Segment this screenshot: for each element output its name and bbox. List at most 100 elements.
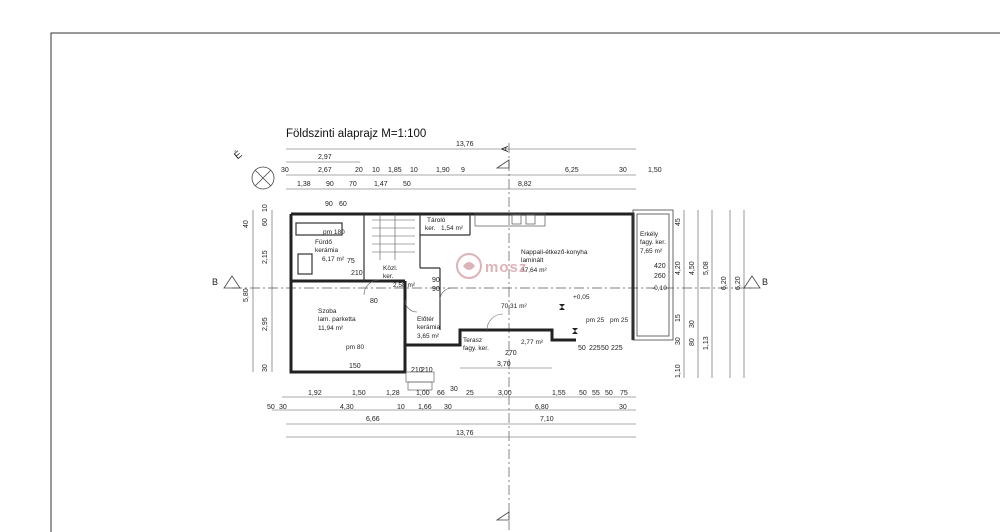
svg-text:90: 90 — [325, 201, 333, 208]
level-mark-minus: -0,10 — [652, 285, 667, 292]
svg-text:Fürdő: Fürdő — [315, 239, 332, 246]
mosz-watermark: mosz — [456, 253, 527, 279]
balcony-outline — [632, 209, 674, 341]
dim-top-row2: 30 2,67 20 10 1,85 10 1,90 9 6,25 30 1,5… — [281, 167, 662, 174]
room-erkely: Erkély fagy. ker. 7,65 m² — [640, 231, 666, 255]
bottom-dimension-lines — [272, 367, 636, 438]
svg-text:Erkély: Erkély — [640, 231, 659, 238]
svg-text:50: 50 — [579, 390, 587, 397]
room-szoba: Szoba lam. parketta 11,94 m² — [318, 308, 356, 332]
svg-text:6,17 m²: 6,17 m² — [322, 256, 345, 263]
svg-text:10: 10 — [262, 204, 269, 212]
svg-text:30: 30 — [281, 167, 289, 174]
svg-text:1,00: 1,00 — [416, 390, 430, 397]
svg-text:1,10: 1,10 — [675, 364, 682, 378]
svg-text:5,80: 5,80 — [243, 288, 250, 302]
svg-text:225: 225 — [589, 345, 601, 352]
svg-text:3,65 m²: 3,65 m² — [417, 333, 440, 340]
svg-text:50: 50 — [605, 390, 613, 397]
left-dimension-lines — [252, 210, 273, 372]
svg-text:55: 55 — [592, 390, 600, 397]
svg-text:30: 30 — [450, 386, 458, 393]
svg-text:15: 15 — [675, 314, 682, 322]
svg-text:4,30: 4,30 — [340, 404, 354, 411]
dim-top-total: 13,76 — [456, 141, 474, 148]
staircase — [372, 214, 415, 260]
svg-text:11,94 m²: 11,94 m² — [318, 325, 344, 332]
svg-text:ker.: ker. — [383, 273, 394, 280]
svg-text:fagy. ker.: fagy. ker. — [463, 345, 489, 352]
drawing-frame — [50, 32, 1000, 532]
dim-top-row3: 1,38 90 70 1,47 50 — [297, 181, 411, 188]
dim-top-r1a: 2,97 — [318, 154, 332, 161]
svg-text:1,38: 1,38 — [297, 181, 311, 188]
pm-25-label-1: pm 25 — [586, 317, 604, 324]
entrance-steps — [405, 371, 435, 391]
room-pm-180: pm 180 — [323, 229, 345, 236]
svg-text:laminált: laminált — [521, 257, 544, 264]
svg-text:2,77 m²: 2,77 m² — [521, 339, 544, 346]
svg-text:10: 10 — [372, 167, 380, 174]
room-tarolo: Tároló ker. 1,54 m² — [425, 217, 464, 232]
dim-bottom-total: 13,76 — [456, 430, 474, 437]
svg-text:30: 30 — [444, 404, 452, 411]
room-eloter: Előtér kerámia 3,65 m² — [417, 316, 441, 340]
pm-80-label: pm 80 — [346, 344, 364, 351]
svg-text:1,66: 1,66 — [418, 404, 432, 411]
dim-top-r1b: 8,82 — [518, 181, 532, 188]
svg-text:10: 10 — [410, 167, 418, 174]
area-70-31: 70,31 m² — [501, 303, 527, 310]
svg-text:5,08: 5,08 — [703, 261, 710, 275]
svg-text:Tároló: Tároló — [427, 217, 446, 224]
section-a-top-marker-icon — [495, 159, 510, 169]
svg-text:225: 225 — [611, 345, 623, 352]
north-label: É — [231, 147, 245, 161]
svg-text:70: 70 — [349, 181, 357, 188]
svg-text:6,20: 6,20 — [735, 276, 742, 290]
svg-text:Közl.: Közl. — [383, 265, 398, 272]
svg-text:210: 210 — [411, 367, 423, 374]
svg-text:30: 30 — [619, 167, 627, 174]
dim-left: 40 60 10 2,15 5,80 2,95 30 — [243, 204, 269, 372]
svg-text:2,67: 2,67 — [318, 167, 332, 174]
svg-text:6,25: 6,25 — [565, 167, 579, 174]
svg-text:210: 210 — [421, 367, 433, 374]
svg-text:30: 30 — [262, 364, 269, 372]
plan-title: Földszinti alaprajz M=1:100 — [286, 128, 426, 140]
svg-text:Előtér: Előtér — [417, 316, 435, 323]
dim-bottom-mid: 3,70 — [497, 361, 511, 368]
svg-text:270: 270 — [505, 350, 517, 357]
svg-text:50: 50 — [267, 404, 275, 411]
section-a-label: A — [500, 146, 510, 152]
svg-text:3,00: 3,00 — [498, 390, 512, 397]
room-nappali: Nappali-étkező-konyha laminált 37,64 m² — [521, 249, 588, 274]
svg-text:90: 90 — [432, 277, 440, 284]
svg-text:30: 30 — [675, 337, 682, 345]
svg-text:Szoba: Szoba — [318, 308, 337, 315]
svg-text:kerámia: kerámia — [417, 324, 441, 331]
svg-text:4,20: 4,20 — [675, 261, 682, 275]
inner-walls — [295, 214, 471, 330]
room-kozl: Közl. ker. 2,58 m² — [383, 265, 416, 289]
svg-text:1,85: 1,85 — [388, 167, 402, 174]
svg-text:7,65 m²: 7,65 m² — [640, 248, 663, 255]
right-dimension-lines — [683, 210, 745, 378]
svg-text:6,20: 6,20 — [721, 276, 728, 290]
svg-text:60: 60 — [339, 201, 347, 208]
dim-bottom-r3a: 6,66 — [366, 416, 380, 423]
kitchen-counter — [474, 213, 546, 227]
svg-text:1,28: 1,28 — [386, 390, 400, 397]
dim-bottom-r3b: 7,10 — [540, 416, 554, 423]
watermark-text: mosz — [485, 259, 527, 276]
misc-dimension-labels: 90 60 75 210 90 80 90 150 210 210 30 270… — [325, 201, 666, 393]
svg-text:Nappali-étkező-konyha: Nappali-étkező-konyha — [521, 249, 588, 256]
dim-right: 45 4,20 4,50 5,08 6,20 6,20 30 80 1,13 1… — [675, 218, 742, 378]
svg-text:75: 75 — [620, 390, 628, 397]
section-b-left-marker-icon — [223, 275, 241, 289]
svg-text:2,95: 2,95 — [262, 317, 269, 331]
svg-text:1,13: 1,13 — [703, 336, 710, 350]
svg-text:30: 30 — [689, 320, 696, 328]
svg-text:ker.: ker. — [425, 225, 436, 232]
svg-text:80: 80 — [370, 298, 378, 305]
